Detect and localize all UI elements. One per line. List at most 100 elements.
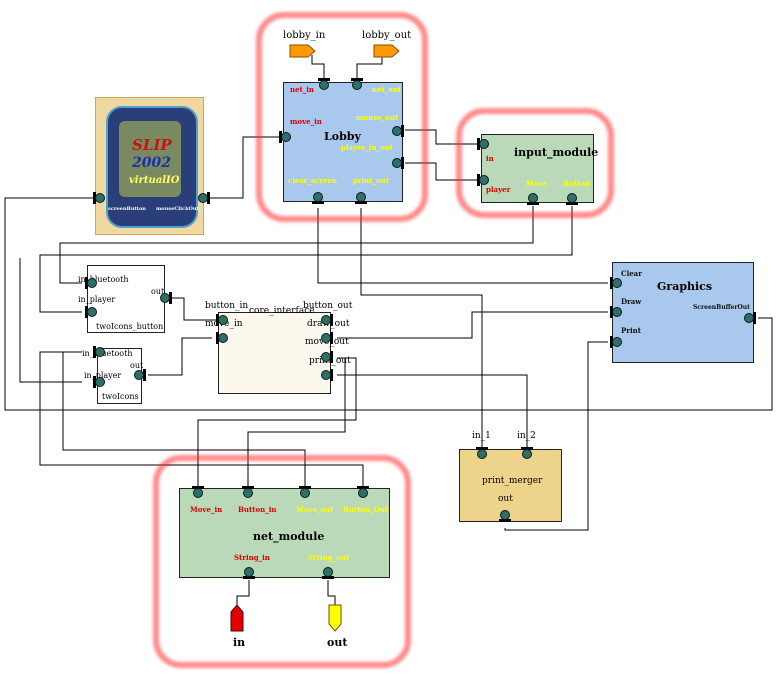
module-title: core_interface bbox=[249, 306, 315, 316]
wire bbox=[327, 580, 336, 606]
wire bbox=[317, 208, 608, 284]
port-connector[interactable] bbox=[526, 191, 540, 205]
wire bbox=[236, 580, 250, 606]
port-label: Print bbox=[621, 326, 641, 335]
graphics-module[interactable]: Graphics Clear Draw Print ScreenBufferOu… bbox=[612, 262, 754, 363]
virtualio-year: 2002 bbox=[132, 155, 171, 171]
highlight-ring bbox=[153, 455, 411, 668]
port-connector[interactable] bbox=[390, 156, 404, 170]
port-connector[interactable] bbox=[498, 508, 512, 522]
module-title: twoIcons_button bbox=[96, 322, 164, 331]
port-connector[interactable] bbox=[610, 335, 624, 349]
port-label: print_out bbox=[309, 356, 351, 366]
port-label: player_in_out bbox=[341, 143, 394, 152]
print-merger-module[interactable]: print_merger out in_1 in_2 bbox=[459, 431, 562, 522]
port-connector[interactable] bbox=[390, 124, 404, 138]
port-label: net_in bbox=[290, 85, 315, 94]
port-connector[interactable] bbox=[93, 375, 107, 389]
net-module[interactable]: net_module Move_in Button_in Move_out Bu… bbox=[179, 488, 390, 578]
port-label: Move_in bbox=[190, 505, 223, 514]
port-label: clear_screen bbox=[288, 176, 337, 185]
port-connector[interactable] bbox=[319, 331, 333, 345]
port-connector[interactable] bbox=[520, 447, 534, 461]
port-label: mouseClickOut bbox=[156, 206, 199, 212]
port-label: screenButton bbox=[108, 206, 146, 212]
port-connector[interactable] bbox=[319, 313, 333, 327]
port-label: in_bluetooth bbox=[82, 349, 133, 358]
port-connector[interactable] bbox=[319, 368, 333, 382]
port-label: in_player bbox=[78, 295, 116, 304]
port-connector[interactable] bbox=[477, 173, 491, 187]
port-label: player bbox=[486, 185, 511, 194]
port-connector[interactable] bbox=[317, 78, 331, 92]
port-connector[interactable] bbox=[191, 486, 205, 500]
port-connector[interactable] bbox=[321, 565, 335, 579]
port-label: in_2 bbox=[517, 431, 536, 441]
two-icons-module[interactable]: in_bluetooth in_player out twoIcons bbox=[82, 348, 144, 404]
two-icons-button-module[interactable]: in_bluetooth in_player out twoIcons_butt… bbox=[78, 265, 165, 333]
port-connector[interactable] bbox=[279, 130, 293, 144]
wire bbox=[337, 374, 528, 450]
port-connector[interactable] bbox=[354, 190, 368, 204]
wire bbox=[337, 311, 608, 339]
module-title: print_merger bbox=[482, 476, 543, 486]
port-connector[interactable] bbox=[158, 291, 172, 305]
port-label: String_out bbox=[308, 553, 350, 562]
core-interface-module[interactable]: core_interface button_in move_in button_… bbox=[205, 301, 352, 394]
virtualio-module[interactable]: SLIP 2002 virtualIO screenButton mouseCl… bbox=[95, 97, 204, 235]
port-connector[interactable] bbox=[610, 276, 624, 290]
port-connector[interactable] bbox=[242, 565, 256, 579]
port-label: in bbox=[486, 154, 494, 163]
port-connector[interactable] bbox=[216, 313, 230, 327]
port-connector[interactable] bbox=[93, 345, 107, 359]
port-label: out bbox=[130, 361, 144, 370]
port-label: in_1 bbox=[472, 431, 491, 441]
terminal-label: lobby_out bbox=[362, 30, 412, 41]
port-connector[interactable] bbox=[196, 191, 210, 205]
port-connector[interactable] bbox=[477, 137, 491, 151]
port-connector[interactable] bbox=[319, 350, 333, 364]
port-label: button_in bbox=[205, 301, 249, 311]
port-label: ScreenBufferOut bbox=[693, 304, 750, 311]
terminal-label: in bbox=[233, 636, 246, 649]
port-connector[interactable] bbox=[311, 190, 325, 204]
port-connector[interactable] bbox=[565, 191, 579, 205]
port-connector[interactable] bbox=[475, 447, 489, 461]
port-label: mouse_out bbox=[356, 113, 399, 122]
port-label: in_bluetooth bbox=[78, 275, 129, 284]
port-label: print_out bbox=[353, 176, 390, 185]
port-connector[interactable] bbox=[85, 276, 99, 290]
wire bbox=[19, 258, 82, 383]
module-title: Lobby bbox=[324, 130, 361, 143]
port-connector[interactable] bbox=[216, 331, 230, 345]
input-module[interactable]: input_module in player Move Button bbox=[481, 134, 598, 203]
wire bbox=[172, 297, 220, 321]
port-connector[interactable] bbox=[356, 486, 370, 500]
lobby-module[interactable]: Lobby net_in net_out move_in mouse_out p… bbox=[283, 82, 403, 202]
highlight-ring bbox=[256, 12, 428, 222]
port-connector[interactable] bbox=[610, 305, 624, 319]
port-connector[interactable] bbox=[298, 486, 312, 500]
port-label: Button bbox=[563, 179, 591, 188]
port-label: Draw bbox=[621, 297, 642, 306]
port-connector[interactable] bbox=[93, 191, 107, 205]
port-connector[interactable] bbox=[742, 311, 756, 325]
port-label: Move bbox=[526, 179, 547, 188]
port-connector[interactable] bbox=[241, 486, 255, 500]
terminal-label: lobby_in bbox=[283, 30, 326, 41]
terminal-arrow-icon[interactable] bbox=[328, 604, 342, 632]
virtualio-brand: SLIP bbox=[132, 136, 172, 154]
module-title: input_module bbox=[514, 146, 599, 159]
port-label: Move_out bbox=[296, 505, 334, 514]
wire bbox=[356, 55, 383, 80]
port-label: in_player bbox=[84, 371, 122, 380]
port-label: move_in bbox=[290, 117, 322, 126]
port-connector[interactable] bbox=[350, 78, 364, 92]
wire bbox=[39, 206, 573, 313]
terminal-arrow-icon[interactable] bbox=[373, 44, 401, 58]
terminal-arrow-icon[interactable] bbox=[230, 604, 244, 632]
port-label: out bbox=[498, 494, 513, 504]
port-connector[interactable] bbox=[132, 368, 146, 382]
port-connector[interactable] bbox=[85, 305, 99, 319]
terminal-arrow-icon[interactable] bbox=[289, 44, 317, 58]
